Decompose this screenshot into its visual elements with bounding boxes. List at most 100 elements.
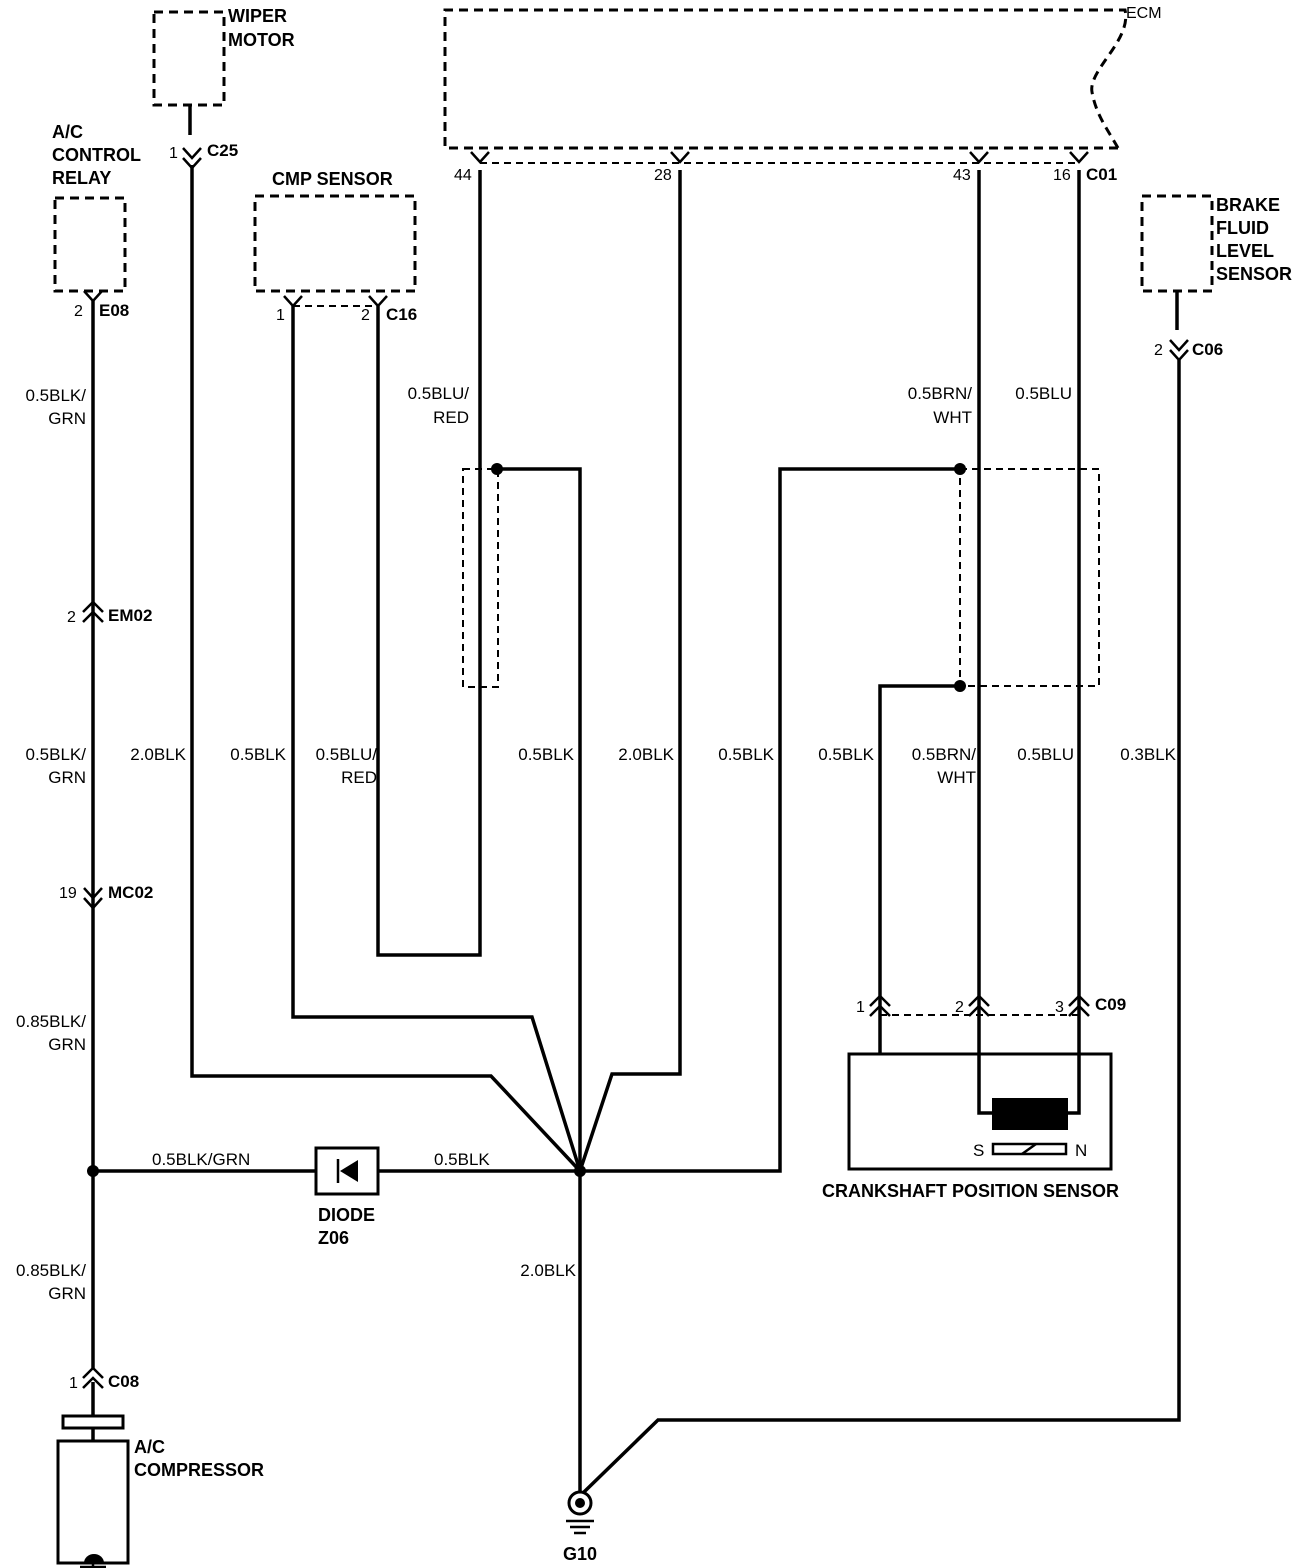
splice-ground-junction <box>574 1165 586 1177</box>
c06-name: C06 <box>1192 340 1223 359</box>
wire-wiper-ground <box>190 165 582 1173</box>
cmp-sensor: CMP SENSOR <box>253 169 417 293</box>
connector-c25: 1 C25 <box>169 141 238 170</box>
label-relay-lower-1: 0.85BLK/ <box>16 1012 86 1031</box>
label-ecm43-lower-1: 0.5BRN/ <box>912 745 977 764</box>
wiper-motor-label-2: MOTOR <box>228 30 295 50</box>
label-diode-in: 0.5BLK/GRN <box>152 1150 250 1169</box>
label-ckp-pin1: 0.5BLK <box>818 745 874 764</box>
label-relay-mid-1: 0.5BLK/ <box>26 745 87 764</box>
splice-shield-left <box>491 463 503 475</box>
compressor-ground-icon <box>80 1554 106 1568</box>
c01-pin-28: 28 <box>654 167 672 184</box>
label-relay-upper-2: GRN <box>48 409 86 428</box>
brake-sensor-label-4: SENSOR <box>1216 264 1292 284</box>
c08-pin: 1 <box>69 1375 78 1392</box>
c09-pin-2: 2 <box>955 999 964 1016</box>
mc02-pin: 19 <box>59 885 77 902</box>
ac-compressor: A/C COMPRESSOR <box>56 1414 264 1565</box>
wire-cmp-pin1 <box>291 306 582 1172</box>
label-main-ground: 2.0BLK <box>520 1261 576 1280</box>
connector-c06: 2 C06 <box>1154 339 1223 362</box>
ecm: ECM <box>443 5 1162 150</box>
shield-right <box>959 468 1100 687</box>
connector-c08: 1 C08 <box>69 1366 139 1392</box>
c25-pin: 1 <box>169 145 178 162</box>
splice-shield-right-bottom <box>954 680 966 692</box>
brake-sensor-label-3: LEVEL <box>1216 241 1274 261</box>
sensor-magnet <box>992 1098 1068 1130</box>
label-cmp-pin2-1: 0.5BLU/ <box>316 745 378 764</box>
wire-ckp-pin1 <box>878 684 960 1054</box>
connector-c09: 1 2 3 C09 <box>856 994 1126 1017</box>
connector-mc02: 19 MC02 <box>59 883 153 910</box>
brake-sensor-label-1: BRAKE <box>1216 195 1280 215</box>
label-cmp-pin2-2: RED <box>341 768 377 787</box>
connector-em02: 2 EM02 <box>67 600 152 626</box>
c09-pin-1: 1 <box>856 999 865 1016</box>
ac-compressor-label-2: COMPRESSOR <box>134 1460 264 1480</box>
ground-g10: G10 <box>563 1490 597 1564</box>
label-ecm16-upper: 0.5BLU <box>1015 384 1072 403</box>
wire-brake-ground <box>582 360 1181 1494</box>
connector-c16: 1 2 C16 <box>276 295 417 324</box>
wire-shield-left-drain <box>497 467 582 1171</box>
label-ecm44-1: 0.5BLU/ <box>408 384 470 403</box>
wiper-motor-label-1: WIPER <box>228 6 287 26</box>
label-relay-upper-1: 0.5BLK/ <box>26 386 87 405</box>
diode-z06: DIODE Z06 <box>314 1146 380 1248</box>
c16-pin2: 2 <box>361 307 370 324</box>
label-diode-out: 0.5BLK <box>434 1150 490 1169</box>
label-ecm43-upper-2: WHT <box>933 408 972 427</box>
ac-control-relay: A/C CONTROL RELAY <box>52 122 141 293</box>
brake-sensor-label-2: FLUID <box>1216 218 1269 238</box>
wiper-motor: WIPER MOTOR <box>152 6 295 107</box>
label-ecm43-lower-2: WHT <box>937 768 976 787</box>
brake-fluid-level-sensor: BRAKE FLUID LEVEL SENSOR <box>1140 194 1292 293</box>
c06-pin: 2 <box>1154 342 1163 359</box>
splice-relay-trunk <box>87 1165 99 1177</box>
wire-cmp-pin2 <box>376 170 482 957</box>
c01-pin-16: 16 <box>1053 167 1071 184</box>
wire-ecm28 <box>578 170 682 1172</box>
crankshaft-sensor-label: CRANKSHAFT POSITION SENSOR <box>822 1181 1119 1201</box>
connector-e08: 2 E08 <box>74 290 129 320</box>
diode-label-1: DIODE <box>318 1205 375 1225</box>
sensor-pole-s: S <box>973 1141 984 1160</box>
c09-name: C09 <box>1095 995 1126 1014</box>
connector-c01: 44 28 43 16 C01 <box>454 151 1117 184</box>
ground-label: G10 <box>563 1544 597 1564</box>
crankshaft-position-sensor: S N CRANKSHAFT POSITION SENSOR <box>822 1052 1119 1201</box>
sensor-pole-n: N <box>1075 1141 1087 1160</box>
label-ecm28: 2.0BLK <box>618 745 674 764</box>
ac-control-relay-label-2: CONTROL <box>52 145 141 165</box>
mc02-name: MC02 <box>108 883 153 902</box>
label-compressor-feed-1: 0.85BLK/ <box>16 1261 86 1280</box>
sensor-pole-bar <box>991 1142 1068 1156</box>
label-compressor-feed-2: GRN <box>48 1284 86 1303</box>
label-ecm16-lower: 0.5BLU <box>1017 745 1074 764</box>
e08-name: E08 <box>99 301 129 320</box>
splice-shield-right-top <box>954 463 966 475</box>
label-ecm43-upper-1: 0.5BRN/ <box>908 384 973 403</box>
e08-pin: 2 <box>74 303 83 320</box>
c08-name: C08 <box>108 1372 139 1391</box>
c16-name: C16 <box>386 305 417 324</box>
c16-pin1: 1 <box>276 307 285 324</box>
ac-control-relay-label-1: A/C <box>52 122 83 142</box>
wire-ecm43 <box>977 170 992 1115</box>
c01-name: C01 <box>1086 165 1117 184</box>
label-relay-lower-2: GRN <box>48 1035 86 1054</box>
label-ecm44-2: RED <box>433 408 469 427</box>
label-shield-left-drain: 0.5BLK <box>518 745 574 764</box>
em02-pin: 2 <box>67 609 76 626</box>
ac-control-relay-label-3: RELAY <box>52 168 111 188</box>
ecm-label: ECM <box>1126 5 1162 22</box>
label-brake-ground: 0.3BLK <box>1120 745 1176 764</box>
diode-label-2: Z06 <box>318 1228 349 1248</box>
c09-pin-3: 3 <box>1055 999 1064 1016</box>
label-cmp-pin1: 0.5BLK <box>230 745 286 764</box>
ac-compressor-label-1: A/C <box>134 1437 165 1457</box>
em02-name: EM02 <box>108 606 152 625</box>
